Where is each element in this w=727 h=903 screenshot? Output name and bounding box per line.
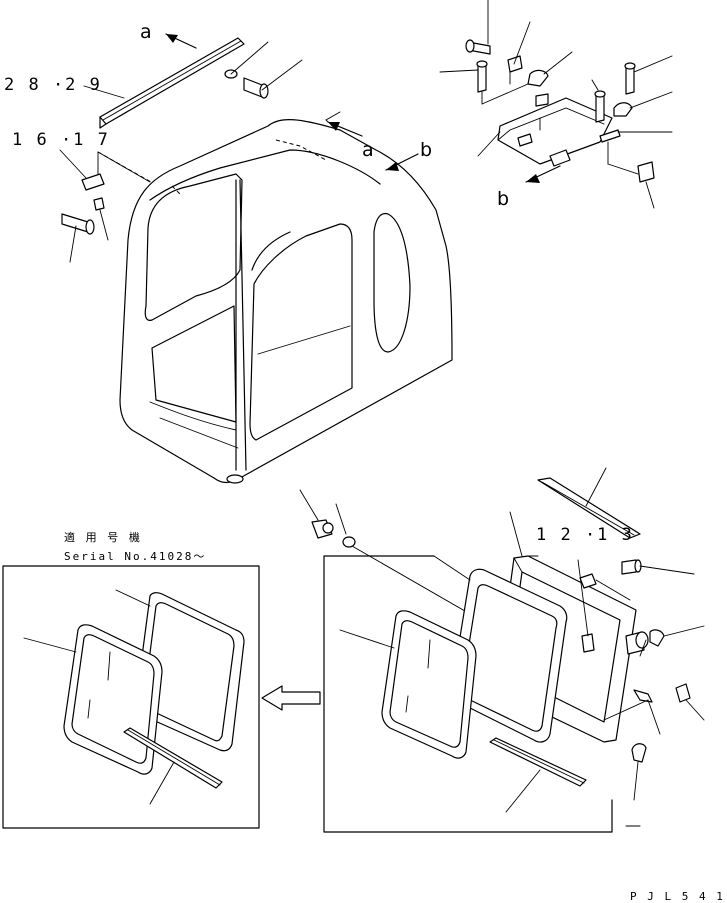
window-top-strip (537, 477, 641, 539)
serial-note-line2: Serial No.41028～ (64, 550, 206, 563)
frame-screw-1 (621, 559, 637, 575)
label-28-29: 2 8 ·2 9 (4, 75, 102, 95)
mount-clip-2 (527, 69, 549, 87)
window-assembly: 1 2 ·1 3 (299, 467, 705, 833)
nut (93, 197, 105, 211)
frame-clip-3 (633, 689, 653, 703)
serial-note-line1: 適 用 号 機 (64, 530, 142, 544)
arrow-a-cab-label: a (362, 139, 374, 161)
arrow-b-cab-label: b (420, 139, 432, 161)
side-bracket-assembly: 1 6 ·1 7 (12, 130, 159, 263)
arrow-b-bracket-label: b (497, 188, 509, 210)
arrow-a-top-label: a (140, 21, 152, 43)
serial-variant-inset (2, 565, 260, 829)
mount-clip-4 (599, 129, 621, 143)
inset-pointer-arrow (261, 685, 321, 711)
mount-clip-1 (507, 55, 523, 73)
mount-nut-2 (637, 161, 655, 183)
serial-note: 適 用 号 機 Serial No.41028～ (64, 530, 206, 563)
side-door-opening (249, 223, 353, 441)
roof-rail-assembly: a 2 8 ·2 9 (4, 21, 303, 129)
inset-bottom-strip (123, 727, 223, 789)
rear-side-window (373, 212, 411, 353)
frame-cap-2 (631, 743, 647, 763)
bracket-plate (81, 173, 105, 191)
mount-nut (535, 93, 549, 107)
inset-box (2, 565, 260, 829)
label-12-13: 1 2 ·1 3 (536, 525, 634, 545)
top-mount-assembly: b (439, 0, 673, 210)
frame-clip-1 (579, 573, 597, 589)
cab-shell (119, 119, 453, 484)
window-glass (381, 610, 477, 759)
frame-cap (649, 629, 665, 647)
front-window-opening (144, 173, 243, 321)
window-nut (342, 536, 356, 548)
frame-clip-2 (581, 633, 595, 653)
rail-bolt (243, 77, 263, 98)
arrow-a-top-head (166, 34, 178, 43)
mount-clip-3 (613, 102, 633, 117)
frame-screw-3 (675, 683, 691, 703)
label-16-17: 1 6 ·1 7 (12, 130, 110, 150)
drawing-code: P J L 5 4 1 6 (630, 890, 727, 903)
cab-frame: a b (119, 111, 453, 484)
